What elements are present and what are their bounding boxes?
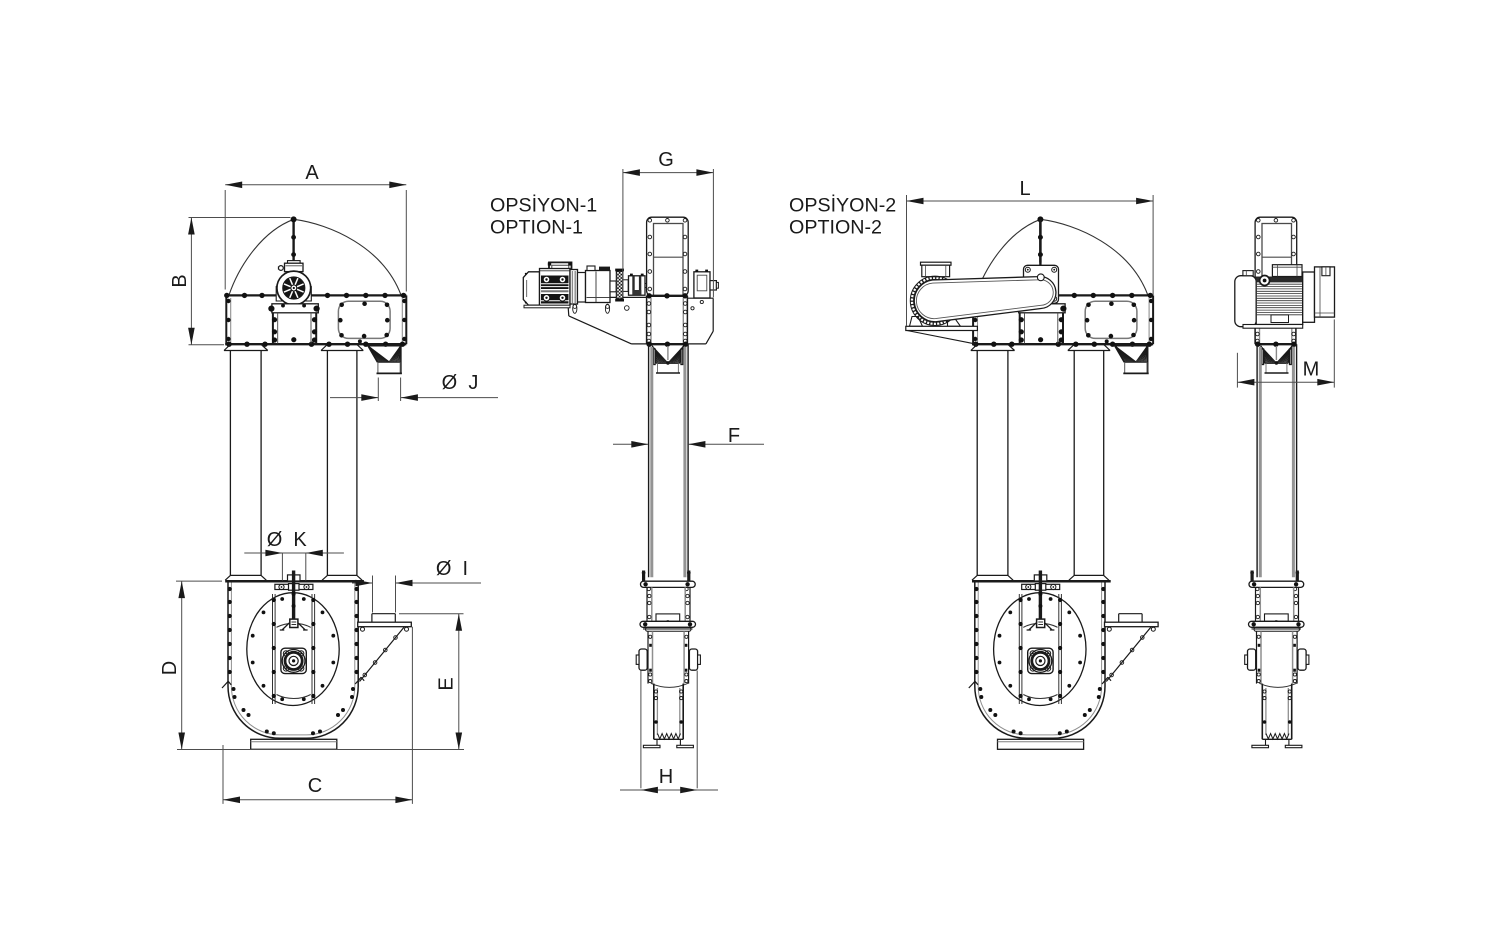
svg-text:OPSİYON-1: OPSİYON-1: [490, 194, 597, 217]
svg-text:OPTION-2: OPTION-2: [789, 217, 882, 239]
svg-text:E: E: [436, 677, 458, 690]
svg-text:H: H: [659, 766, 673, 788]
svg-text:Ø J: Ø J: [442, 372, 479, 394]
svg-text:M: M: [1303, 359, 1320, 381]
svg-text:B: B: [169, 274, 191, 287]
svg-text:A: A: [305, 162, 319, 184]
svg-text:G: G: [658, 149, 674, 171]
svg-text:OPTION-1: OPTION-1: [490, 217, 583, 239]
svg-text:Ø K: Ø K: [267, 529, 308, 551]
svg-text:L: L: [1019, 178, 1030, 200]
svg-text:OPSİYON-2: OPSİYON-2: [789, 194, 896, 217]
svg-text:C: C: [308, 775, 322, 797]
svg-text:Ø I: Ø I: [436, 558, 468, 580]
svg-text:F: F: [728, 425, 740, 447]
svg-text:D: D: [159, 661, 181, 675]
